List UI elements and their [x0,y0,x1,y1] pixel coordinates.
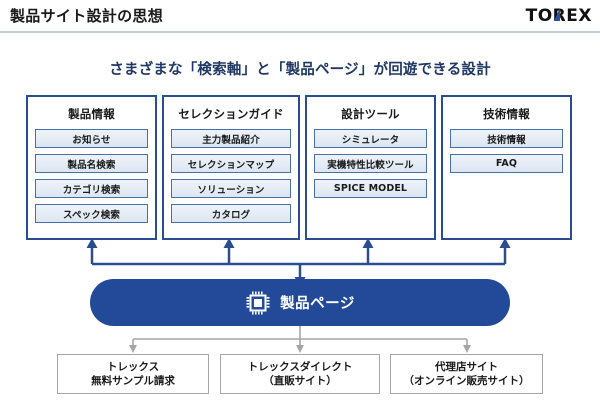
logo-triangle-accent [553,8,560,21]
chip-icon [246,291,270,314]
logo-text-pre: TO [525,6,553,26]
bottom-box-free-sample[interactable]: トレックス 無料サンプル請求 [57,354,209,394]
bottom-box-distributor-site[interactable]: 代理店サイト （オンライン販売サイト） [390,354,543,394]
logo-letter-r: R [553,6,567,26]
chip-item[interactable]: スペック検索 [35,204,148,223]
bottom-box-line2: （オンライン販売サイト） [403,375,530,387]
bottom-box-line1: 代理店サイト [435,360,498,373]
bottom-box-line1: トレックス [106,360,160,373]
chip-item[interactable]: シミュレータ [314,129,427,148]
column-title: 設計ツール [341,107,400,121]
chip-item[interactable]: 実機特性比較ツール [314,154,427,173]
chip-item[interactable]: SPICE MODEL [314,179,427,198]
chip-item[interactable]: 製品名検索 [35,154,148,173]
chip-item[interactable]: セレクションマップ [171,154,291,173]
chip-item[interactable]: カタログ [171,204,291,223]
product-page-label: 製品ページ [280,296,355,312]
bottom-box-line2: 無料サンプル請求 [91,375,175,387]
chip-item[interactable]: カテゴリ検索 [35,179,148,198]
gray-connector-arrows [129,326,471,353]
chip-item[interactable]: お知らせ [35,129,148,148]
category-column-technical-info: 技術情報 技術情報 FAQ [441,95,572,240]
bottom-box-line2: （直販サイト） [263,375,337,387]
bottom-box-torex-direct[interactable]: トレックスダイレクト （直販サイト） [220,354,380,394]
chip-item[interactable]: FAQ [450,154,563,173]
category-column-selection-guide: セレクションガイド 主力製品紹介 セレクションマップ ソリューション カタログ [162,95,300,240]
subtitle: さまざまな「検索軸」と「製品ページ」が回遊できる設計 [109,62,491,78]
product-page-banner[interactable]: 製品ページ [90,279,510,326]
logo-text-post: EX [566,6,592,26]
page-title: 製品サイト設計の思想 [10,7,164,25]
bottom-box-line1: トレックスダイレクト [247,360,353,373]
chip-item[interactable]: 主力製品紹介 [171,129,291,148]
chip-item[interactable]: ソリューション [171,179,291,198]
category-column-design-tools: 設計ツール シミュレータ 実機特性比較ツール SPICE MODEL [305,95,436,240]
column-title: セレクションガイド [178,107,284,121]
chip-item[interactable]: 技術情報 [450,129,563,148]
column-title: 技術情報 [483,107,530,121]
column-title: 製品情報 [68,107,115,121]
category-column-product-info: 製品情報 お知らせ 製品名検索 カテゴリ検索 スペック検索 [26,95,157,240]
